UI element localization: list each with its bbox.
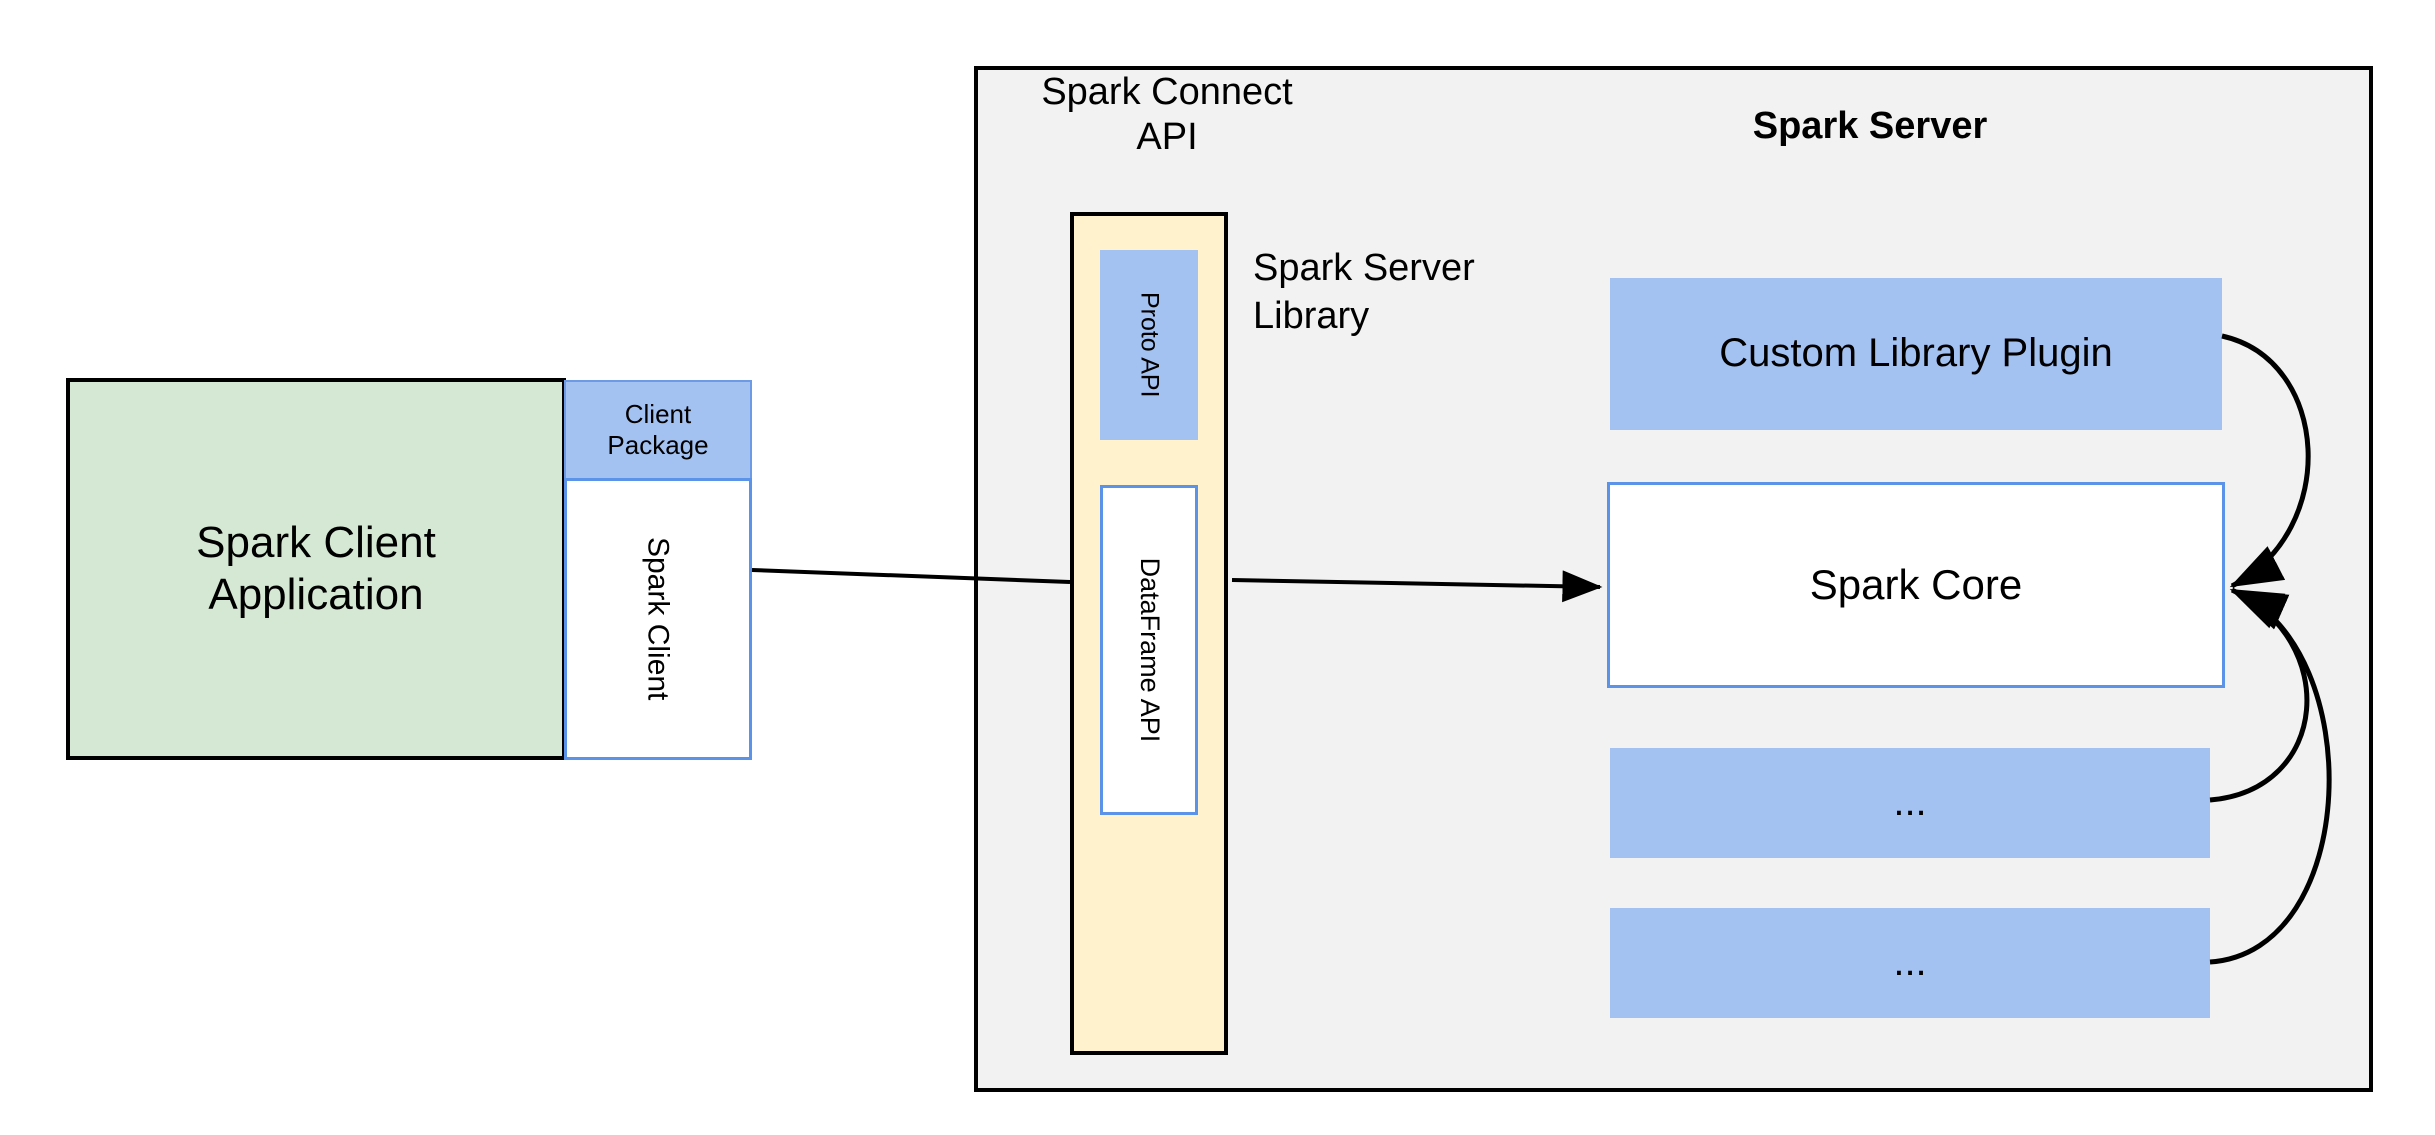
spark-client-application-box[interactable]: Spark Client Application xyxy=(66,378,566,760)
dataframe-api-box[interactable]: DataFrame API xyxy=(1100,485,1198,815)
spark-client-label: Spark Client xyxy=(641,537,675,701)
spark-client-box[interactable]: Spark Client xyxy=(564,478,752,760)
spark-server-library-label: Spark Server Library xyxy=(1253,245,1553,355)
spark-client-application-label: Spark Client Application xyxy=(196,518,436,619)
spark-server-title: Spark Server xyxy=(1752,104,1988,147)
client-package-label: Client Package xyxy=(607,399,709,460)
client-package-box[interactable]: Client Package xyxy=(564,380,752,480)
placeholder-box-2[interactable]: ... xyxy=(1610,908,2210,1018)
spark-server-library-line2: Library xyxy=(1253,294,1370,337)
custom-library-plugin-box[interactable]: Custom Library Plugin xyxy=(1610,278,2222,430)
spark-connect-api-line2: API xyxy=(1136,115,1198,158)
dataframe-api-label: DataFrame API xyxy=(1134,557,1165,743)
spark-connect-api-label: Spark Connect API xyxy=(1012,70,1322,170)
placeholder-box-1[interactable]: ... xyxy=(1610,748,2210,858)
spark-core-box[interactable]: Spark Core xyxy=(1607,482,2225,688)
spark-server-library-line1: Spark Server xyxy=(1253,247,1475,289)
spark-connect-api-line1: Spark Connect xyxy=(1041,71,1293,113)
proto-api-box[interactable]: Proto API xyxy=(1100,250,1198,440)
proto-api-label: Proto API xyxy=(1135,292,1164,398)
